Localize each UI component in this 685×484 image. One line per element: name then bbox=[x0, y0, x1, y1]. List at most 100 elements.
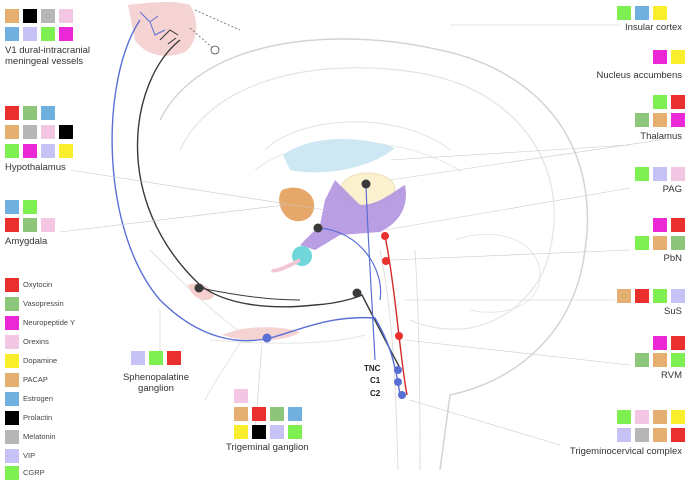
meninges-zoom bbox=[128, 1, 197, 56]
rvm-icon-3 bbox=[635, 353, 649, 367]
sus-icon-1 bbox=[617, 289, 631, 303]
accumbens-icon-1 bbox=[653, 50, 667, 64]
meningeal-vessels-black bbox=[159, 29, 179, 45]
node-blue-tg bbox=[262, 333, 272, 343]
hypothalamus-icon-5 bbox=[23, 125, 37, 139]
amygdala-icon-5 bbox=[41, 218, 55, 232]
hypothalamus-icon-7 bbox=[59, 125, 73, 139]
hypothalamus-icon-8 bbox=[5, 144, 19, 158]
legend-label: Dopamine bbox=[23, 356, 58, 365]
amygdala-icon-4 bbox=[23, 218, 37, 232]
red-pathway bbox=[384, 235, 408, 396]
legend-swatch bbox=[5, 373, 19, 387]
hypothalamus-label: Hypothalamus bbox=[5, 162, 66, 173]
hypothalamus-icon-9 bbox=[23, 144, 37, 158]
amygdala-icon-3 bbox=[5, 218, 19, 232]
accumbens-icon-2 bbox=[671, 50, 685, 64]
legend-swatch bbox=[5, 466, 19, 480]
node-tnc bbox=[394, 366, 402, 374]
insular-icon-2 bbox=[635, 6, 649, 20]
tcc-icon-7 bbox=[653, 428, 667, 442]
v1-icon-5 bbox=[5, 27, 19, 41]
amygdala-icon-1 bbox=[5, 200, 19, 214]
meninges-zoom-lines bbox=[189, 9, 241, 51]
sus-icon-4 bbox=[671, 289, 685, 303]
brain-outline bbox=[179, 67, 555, 330]
blue-pathway bbox=[111, 19, 401, 396]
node-c2 bbox=[398, 391, 406, 399]
tcc-icon-3 bbox=[653, 410, 667, 424]
sus-label: SuS bbox=[664, 306, 682, 317]
thalamus-icon-5 bbox=[671, 113, 685, 127]
legend-label: CGRP bbox=[23, 468, 45, 477]
rvm-label: RVM bbox=[661, 370, 682, 381]
trigeminal-icon-2 bbox=[234, 407, 248, 421]
thalamus-icon-4 bbox=[653, 113, 667, 127]
node-hypothalamus bbox=[313, 223, 323, 233]
pbn-icon-3 bbox=[635, 236, 649, 250]
tcc-icon-8 bbox=[671, 428, 685, 442]
trigeminal-icon-6 bbox=[234, 425, 248, 439]
legend-label: VIP bbox=[23, 451, 36, 460]
cerebellum bbox=[454, 233, 541, 313]
black-ascending bbox=[199, 287, 301, 301]
legend-swatch bbox=[5, 354, 19, 368]
legend-swatch bbox=[5, 316, 19, 330]
sphenopalatine-icon-3 bbox=[167, 351, 181, 365]
legend-swatch bbox=[5, 297, 19, 311]
pag-icon-2 bbox=[653, 167, 667, 181]
hypothalamus-icon-10 bbox=[41, 144, 55, 158]
rvm-icon-4 bbox=[653, 353, 667, 367]
trigeminal-icon-3 bbox=[252, 407, 266, 421]
meningeal-vessels-blue bbox=[139, 11, 166, 36]
legend-swatch bbox=[5, 278, 19, 292]
node-red-2 bbox=[382, 257, 390, 265]
segment-c1: C1 bbox=[370, 376, 381, 385]
thalamus-icon-1 bbox=[653, 95, 667, 109]
hypothalamus-icon-6 bbox=[41, 125, 55, 139]
tcc-icon-2 bbox=[635, 410, 649, 424]
v1-icon-7 bbox=[41, 27, 55, 41]
thalamus-label: Thalamus bbox=[640, 131, 682, 142]
sphenopalatine-label: Sphenopalatine ganglion bbox=[122, 372, 190, 394]
accumbens-label: Nucleus accumbens bbox=[596, 70, 682, 81]
tcc-icon-5 bbox=[617, 428, 631, 442]
node-c1 bbox=[394, 378, 402, 386]
v1-icon-6 bbox=[23, 27, 37, 41]
v1-icon-1 bbox=[5, 9, 19, 23]
thalamus-icon-3 bbox=[635, 113, 649, 127]
node-red-3 bbox=[395, 332, 403, 340]
hypothalamus-shape bbox=[300, 180, 406, 250]
v1-label: V1 dural-intracranial meningeal vessels bbox=[5, 45, 91, 67]
legend-swatch bbox=[5, 449, 19, 463]
amygdala-shape bbox=[279, 187, 315, 222]
segment-c2: C2 bbox=[370, 389, 381, 398]
node-thalamus bbox=[361, 179, 371, 189]
hypothalamus-icon-4 bbox=[5, 125, 19, 139]
zoom-anchor bbox=[210, 45, 220, 55]
legend-swatch bbox=[5, 392, 19, 406]
node-spg bbox=[194, 283, 204, 293]
legend-label: Neuropeptide Y bbox=[23, 318, 75, 327]
infundibulum bbox=[270, 258, 301, 273]
tcc-icon-4 bbox=[671, 410, 685, 424]
trigeminal-shape bbox=[222, 327, 300, 341]
pbn-label: PbN bbox=[663, 253, 682, 264]
rvm-icon-5 bbox=[671, 353, 685, 367]
hypothalamus-icon-1 bbox=[5, 106, 19, 120]
v1-icon-8 bbox=[59, 27, 73, 41]
sphenopalatine-icon-1 bbox=[131, 351, 145, 365]
blue-ascending bbox=[365, 185, 376, 361]
head-outline bbox=[159, 38, 589, 471]
trigeminal-icon-8 bbox=[270, 425, 284, 439]
v1-icon-2 bbox=[23, 9, 37, 23]
pag-label: PAG bbox=[662, 184, 682, 195]
pag-icon-3 bbox=[671, 167, 685, 181]
pbn-icon-5 bbox=[671, 236, 685, 250]
lateral-ventricle bbox=[283, 138, 395, 173]
trigeminal-label: Trigeminal ganglion bbox=[226, 442, 309, 453]
sphenopalatine-icon-2 bbox=[149, 351, 163, 365]
trigeminal-icon-4 bbox=[270, 407, 284, 421]
legend-swatch bbox=[5, 430, 19, 444]
pbn-icon-2 bbox=[671, 218, 685, 232]
